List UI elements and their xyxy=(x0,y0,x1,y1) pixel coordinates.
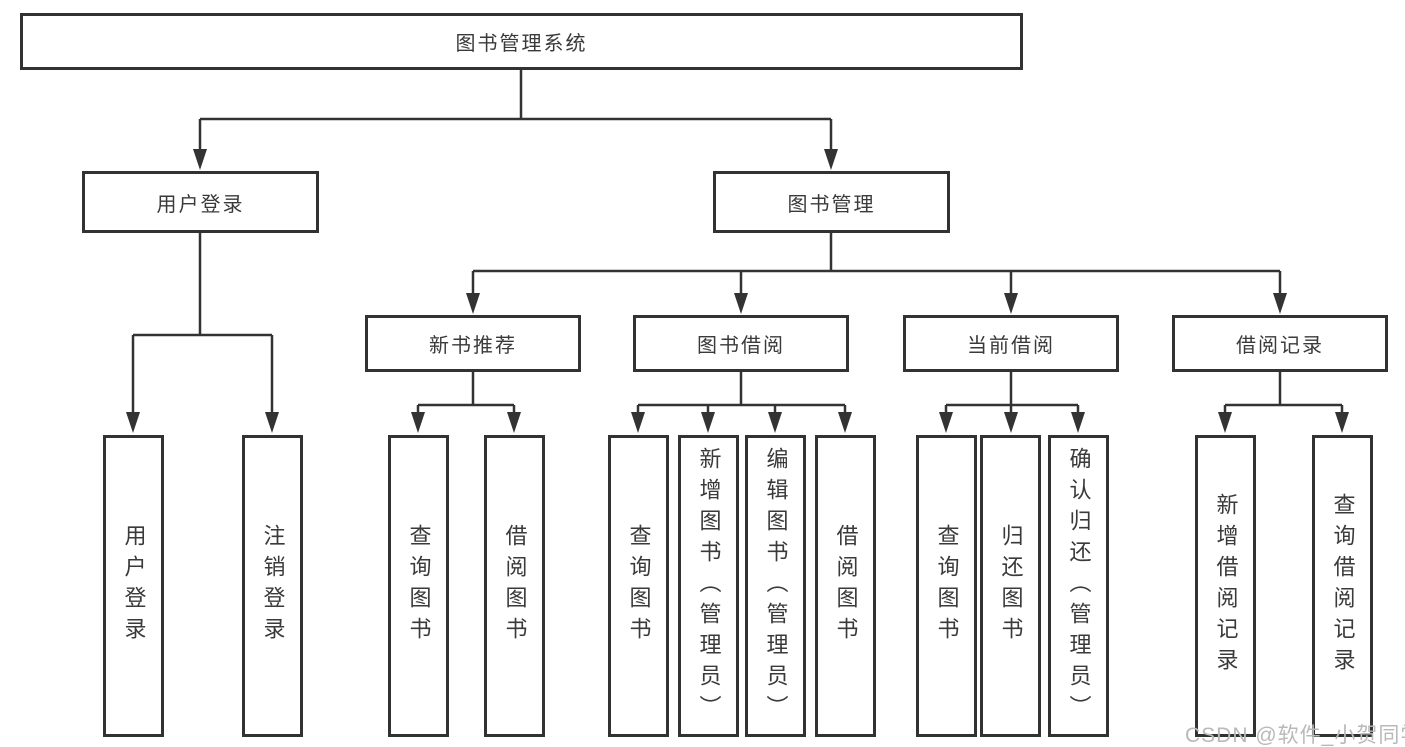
leaf-return-books-label: 归还图书 xyxy=(998,524,1024,648)
leaf-query-books-recommend-label: 查询图书 xyxy=(406,524,432,648)
node-book-borrowing: 图书借阅 xyxy=(633,315,849,372)
leaf-user-login-label: 用户登录 xyxy=(121,524,147,648)
node-current-borrowing: 当前借阅 xyxy=(903,315,1119,372)
leaf-query-books-borrow-label: 查询图书 xyxy=(626,524,652,648)
node-user-login-label: 用户登录 xyxy=(156,193,245,216)
node-user-login: 用户登录 xyxy=(82,171,319,233)
leaf-query-books-borrow: 查询图书 xyxy=(608,435,669,737)
leaf-query-books-current-label: 查询图书 xyxy=(934,524,960,648)
leaf-edit-books-admin: 编辑图书（管理员） xyxy=(745,435,806,737)
node-new-book-recommend: 新书推荐 xyxy=(365,315,581,372)
leaf-borrow-books: 借阅图书 xyxy=(815,435,876,737)
leaf-borrow-books-recommend: 借阅图书 xyxy=(484,435,545,737)
leaf-borrow-books-label: 借阅图书 xyxy=(833,524,859,648)
leaf-edit-books-admin-label: 编辑图书（管理员） xyxy=(763,446,789,726)
node-root-library-management-system: 图书管理系统 xyxy=(20,13,1023,70)
leaf-add-books-admin-label: 新增图书（管理员） xyxy=(696,446,722,726)
leaf-user-login: 用户登录 xyxy=(103,435,164,737)
leaf-logout-label: 注销登录 xyxy=(260,524,286,648)
leaf-confirm-return-admin-label: 确认归还（管理员） xyxy=(1066,446,1092,726)
node-root-label: 图书管理系统 xyxy=(455,33,588,55)
node-book-management-label: 图书管理 xyxy=(787,193,876,216)
arrowheads xyxy=(126,149,1349,433)
node-current-borrowing-label: 当前借阅 xyxy=(967,335,1055,357)
leaf-return-books: 归还图书 xyxy=(980,435,1041,737)
node-book-management: 图书管理 xyxy=(713,171,950,233)
node-borrowing-records-label: 借阅记录 xyxy=(1236,335,1324,357)
node-borrowing-records: 借阅记录 xyxy=(1172,315,1388,372)
leaf-add-borrow-record: 新增借阅记录 xyxy=(1195,435,1256,737)
node-new-book-recommend-label: 新书推荐 xyxy=(429,335,517,357)
leaf-borrow-books-recommend-label: 借阅图书 xyxy=(502,524,528,648)
leaf-add-borrow-record-label: 新增借阅记录 xyxy=(1213,493,1239,679)
leaf-confirm-return-admin: 确认归还（管理员） xyxy=(1048,435,1109,737)
leaf-query-books-current: 查询图书 xyxy=(916,435,977,737)
leaf-query-books-recommend: 查询图书 xyxy=(388,435,449,737)
leaf-query-borrow-record-label: 查询借阅记录 xyxy=(1330,493,1356,679)
leaf-logout: 注销登录 xyxy=(242,435,303,737)
leaf-query-borrow-record: 查询借阅记录 xyxy=(1312,435,1373,737)
leaf-add-books-admin: 新增图书（管理员） xyxy=(678,435,739,737)
node-book-borrowing-label: 图书借阅 xyxy=(697,335,785,357)
csdn-watermark: CSDN @软件_小贺同学 xyxy=(1185,724,1405,747)
